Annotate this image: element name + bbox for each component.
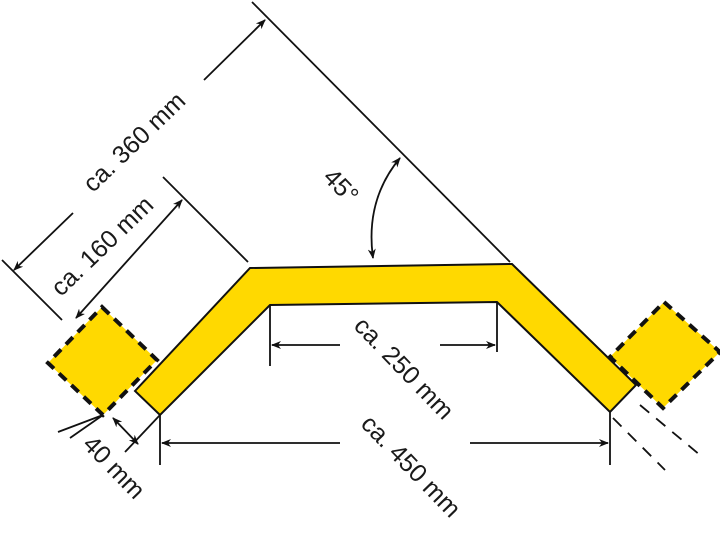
dim-360-line-b [203, 19, 266, 81]
label-250: ca. 250 mm [348, 312, 459, 425]
extension-line [162, 176, 249, 263]
left-post-square [45, 304, 160, 418]
right-post-square [607, 299, 720, 411]
dashed-continuation [639, 404, 701, 456]
dim-40-line [112, 417, 139, 445]
dashed-continuation [612, 417, 666, 471]
label-450: ca. 450 mm [355, 410, 466, 523]
extension-line [124, 414, 161, 453]
label-40: 40 mm [77, 430, 150, 504]
extension-line [57, 414, 104, 433]
extension-line [251, 1, 511, 263]
label-360: ca. 360 mm [78, 87, 191, 198]
extension-line [1, 259, 63, 321]
extension-line [69, 414, 104, 439]
dim-160-line [75, 199, 183, 319]
label-45-degrees: 45° [318, 163, 364, 210]
dim-360-line-a [13, 212, 74, 271]
label-160: ca. 160 mm [46, 191, 159, 302]
angle-arc [367, 157, 401, 259]
